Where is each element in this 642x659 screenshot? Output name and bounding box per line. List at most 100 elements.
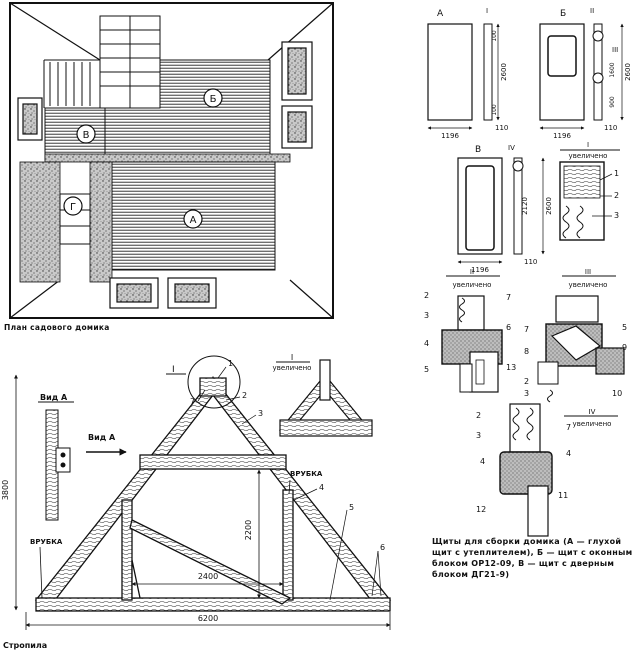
detail-iv-part-4-left: 4 [480, 457, 485, 466]
notch-label-right: ВРУБКА [290, 470, 323, 478]
detail-iii-part-8: 8 [524, 347, 529, 356]
view-a-label: Вид А [40, 393, 68, 402]
detail-iv-mark: IV [589, 408, 596, 416]
detail-iv-part-3: 3 [476, 431, 481, 440]
panel-b-900: 900 [609, 96, 616, 108]
truss [34, 376, 392, 612]
detail-iv [499, 403, 618, 537]
detail-iii-part-10: 10 [612, 389, 622, 398]
detail-iii-part-13: 13 [506, 363, 516, 372]
apex-zoom-label: увеличено [273, 364, 312, 372]
detail-iv-part-12: 12 [476, 505, 486, 514]
panel-v [457, 157, 545, 264]
detail-ii-part-5: 5 [424, 365, 429, 374]
callout-mark-i: I [172, 365, 175, 375]
detail-i-zoom: увеличено [569, 152, 608, 160]
detail-iv-part-7: 7 [566, 423, 571, 432]
dim-inner-height: 2200 [244, 520, 253, 540]
panel-v-door: 2120 [521, 197, 529, 215]
plan-caption: План садового домика [4, 323, 110, 332]
part-2: 2 [242, 391, 247, 400]
panel-v-width: 1196 [471, 266, 489, 274]
panel-b-depth: 110 [604, 124, 617, 132]
panel-a-label: А [437, 9, 444, 19]
panel-a [427, 23, 500, 130]
part-1: 1 [228, 359, 233, 368]
view-a-detail [45, 409, 71, 521]
detail-iv-part-4-right: 4 [566, 449, 571, 458]
detail-i-part-1: 1 [614, 169, 619, 178]
panel-v-mark-iv: IV [508, 144, 515, 152]
dim-span: 6200 [198, 614, 218, 623]
view-a-arrow-label: Вид А [88, 433, 116, 442]
dim-span-inner: 2400 [198, 572, 218, 581]
detail-iii-part-2: 2 [524, 377, 529, 386]
detail-ii-part-2: 2 [424, 291, 429, 300]
detail-i [559, 149, 620, 241]
detail-ii-zoom: увеличено [453, 281, 492, 289]
detail-i-part-3: 3 [614, 211, 619, 220]
rafter-caption: Стропила [3, 641, 48, 650]
callout-circle-i [187, 355, 241, 409]
panels-caption: Щиты для сборки домика (А — глухой щит с… [432, 537, 633, 579]
detail-ii-part-6: 6 [506, 323, 511, 332]
wall-panels: А I 1196 110 2600 100 100 Б II III 1196 … [427, 7, 632, 274]
garden-house-plan: Б В Г А [9, 2, 334, 319]
panel-v-label: В [475, 145, 481, 155]
rafter-part-numbers [197, 366, 382, 601]
detail-iii-zoom: увеличено [569, 281, 608, 289]
panel-a-depth: 110 [495, 124, 508, 132]
partition-wall [44, 153, 291, 163]
panel-a-height: 2600 [500, 63, 508, 81]
panel-v-depth: 110 [524, 258, 537, 266]
detail-iv-part-11: 11 [558, 491, 568, 500]
room-label-b: Б [210, 94, 217, 105]
detail-ii [441, 275, 503, 393]
part-6: 6 [380, 543, 385, 552]
detail-iii-part-5: 5 [622, 323, 627, 332]
notch-label-left: ВРУБКА [30, 538, 63, 546]
panel-b [539, 23, 624, 130]
detail-iii-part-9: 9 [622, 343, 627, 352]
panel-b-label: Б [560, 9, 566, 19]
room-label-v: В [83, 130, 90, 141]
detail-ii-part-4: 4 [424, 339, 429, 348]
detail-ii-part-7: 7 [506, 293, 511, 302]
detail-iv-part-2: 2 [476, 411, 481, 420]
panel-a-100-top: 100 [491, 30, 498, 42]
part-3: 3 [258, 409, 263, 418]
dim-height: 3800 [1, 480, 10, 500]
panel-b-mark-ii: II [590, 7, 594, 15]
panel-b-window: 1600 [609, 62, 616, 77]
part-7: 7 [190, 397, 195, 406]
inner-wall [89, 161, 113, 283]
plan-windows [17, 41, 313, 309]
part-5: 5 [349, 503, 354, 512]
detail-ii-mark: II [470, 268, 474, 276]
detail-i-part-2: 2 [614, 191, 619, 200]
apex-zoom-mark: I [291, 353, 293, 362]
rafter-drawing: I 3800 2200 2400 6200 Вид А Вид А ВРУБКА… [1, 353, 392, 630]
detail-iii-part-7: 7 [524, 325, 529, 334]
part-4: 4 [319, 483, 324, 492]
room-label-g: Г [70, 202, 76, 213]
detail-iii-part-3: 3 [524, 389, 529, 398]
detail-iv-zoom: увеличено [573, 420, 612, 428]
panel-a-mark: I [486, 7, 488, 15]
detail-i-mark: I [587, 141, 589, 149]
detail-iii [537, 275, 625, 403]
room-v-floor [44, 107, 106, 161]
panel-v-height: 2600 [545, 197, 553, 215]
apex-zoom-detail [278, 359, 373, 437]
panel-b-width: 1196 [553, 132, 571, 140]
rafter-dimensions [14, 374, 391, 630]
panel-a-100-bot: 100 [491, 104, 498, 116]
left-wall [19, 161, 61, 283]
detail-iii-mark: III [585, 268, 591, 276]
room-label-a: А [190, 215, 197, 226]
panel-b-height: 2600 [624, 63, 632, 81]
plan-room-labels: Б В Г А [63, 88, 223, 229]
panel-b-mark-iii: III [612, 46, 618, 54]
